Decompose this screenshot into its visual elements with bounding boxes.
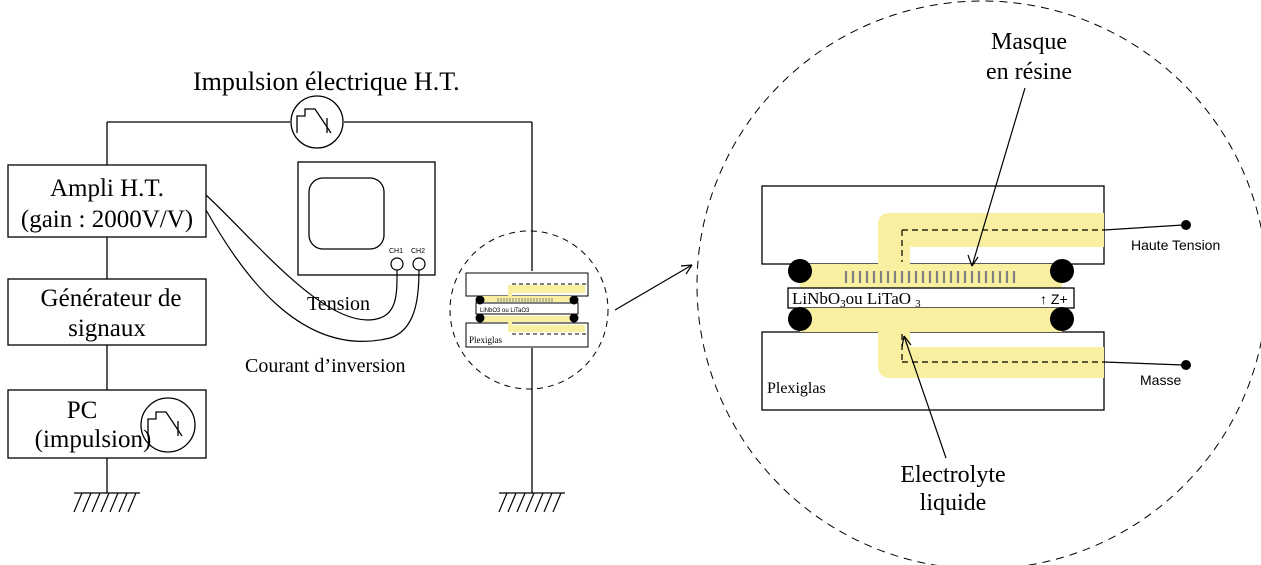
zoom-arrow [614, 264, 693, 311]
z-axis-label: ↑ Z+ [1040, 291, 1068, 307]
masque-label-line2: en résine [986, 59, 1072, 85]
crystal-label-b: ou LiTaO [846, 289, 911, 308]
pc-box [7, 389, 207, 459]
masse-label: Masse [1140, 372, 1181, 388]
bottom-electrolyte-layer [800, 308, 1062, 332]
generator-box [7, 278, 207, 346]
tension-label: Tension [307, 293, 370, 315]
circuit-wires [106, 121, 533, 493]
pc-sub-label: (impulsion) [35, 426, 152, 453]
crystal-label-sub-b: 3 [915, 298, 921, 310]
ch1-label: CH1 [389, 248, 403, 255]
masque-label-line1: Masque [991, 29, 1067, 55]
electrolyte-label-line2: liquide [920, 490, 987, 516]
pulse-source-icon [290, 95, 344, 149]
haute-tension-terminal [1181, 220, 1191, 230]
probe-cables [205, 194, 420, 342]
o-ring-top-left [788, 259, 812, 283]
masque-pointer-arrow [967, 87, 1026, 267]
pc-pulse-icon [140, 397, 196, 453]
electrolyte-label-line1: Electrolyte [900, 462, 1005, 488]
ch2-connector [412, 257, 426, 271]
small-crystal-label: LiNbO3 ou LiTaO3 [480, 308, 530, 314]
oscilloscope-screen [308, 177, 385, 250]
pc-label: PC [67, 397, 98, 424]
crystal-label-sub-a: 3 [840, 298, 846, 310]
haute-tension-label: Haute Tension [1131, 237, 1220, 253]
ground-icon-right [498, 492, 565, 513]
ground-icon-left [73, 492, 140, 513]
masse-terminal [1181, 360, 1191, 370]
ch1-connector [390, 257, 404, 271]
bottom-electrolyte-channel [878, 332, 1104, 378]
resin-mask [844, 271, 1016, 283]
o-ring-top-right [1050, 259, 1074, 283]
small-zoom-circle [449, 230, 609, 390]
top-electrolyte-channel [878, 213, 1104, 264]
ampli-label: Ampli H.T. [50, 175, 164, 202]
plexiglas-label: Plexiglas [767, 380, 826, 397]
ch2-label: CH2 [411, 248, 425, 255]
crystal-label-a: LiNbO [792, 289, 840, 308]
generator-label-line2: signaux [68, 315, 146, 342]
title-label: Impulsion électrique H.T. [193, 67, 460, 96]
generator-label-line1: Générateur de [41, 285, 182, 312]
electrolyte-pointer-arrow [901, 335, 947, 459]
small-plexiglas-label: Plexiglas [469, 335, 502, 345]
oscilloscope: CH1 CH2 [297, 161, 436, 276]
ampli-gain-label: (gain : 2000V/V) [21, 206, 193, 233]
o-ring-bottom-right [1050, 307, 1074, 331]
ampli-box [7, 164, 207, 238]
o-ring-bottom-left [788, 307, 812, 331]
small-cell: LiNbO3 ou LiTaO3 Plexiglas [465, 272, 589, 348]
courant-label: Courant d’inversion [245, 355, 406, 377]
